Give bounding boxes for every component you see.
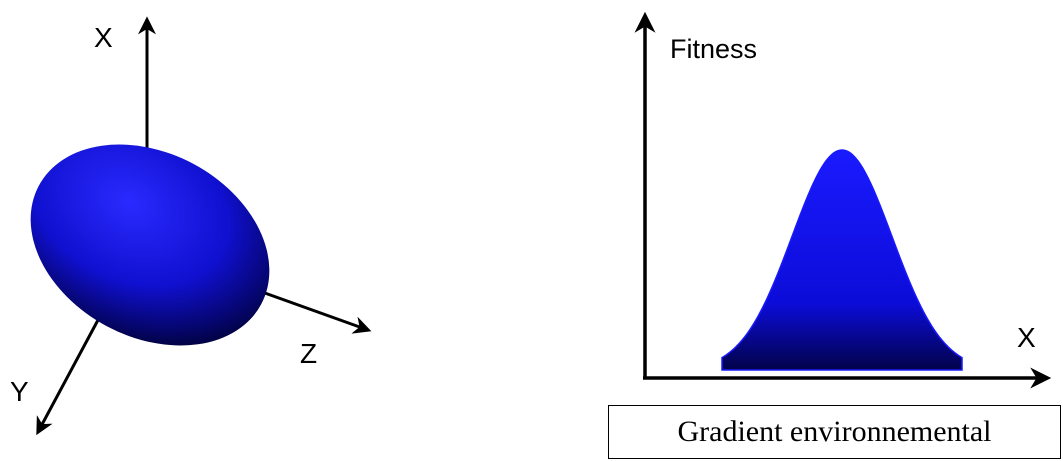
fitness-axis-label: Fitness <box>670 34 758 64</box>
caption-text: Gradient environnemental <box>677 415 992 448</box>
x-axis-label-gradient: X <box>1017 322 1036 353</box>
z-axis-label-3d: Z <box>300 338 318 369</box>
z-axis-3d <box>261 290 372 334</box>
ellipsoid-shape <box>30 144 270 346</box>
x-axis-label-3d: X <box>94 22 113 53</box>
fitness-bell-curve <box>721 149 963 371</box>
right-fitness-diagram <box>634 11 1052 389</box>
y-axis-3d <box>36 319 100 436</box>
left-3d-diagram <box>30 16 372 436</box>
caption-box: Gradient environnemental <box>608 405 1061 459</box>
y-axis-label-3d: Y <box>10 376 29 407</box>
